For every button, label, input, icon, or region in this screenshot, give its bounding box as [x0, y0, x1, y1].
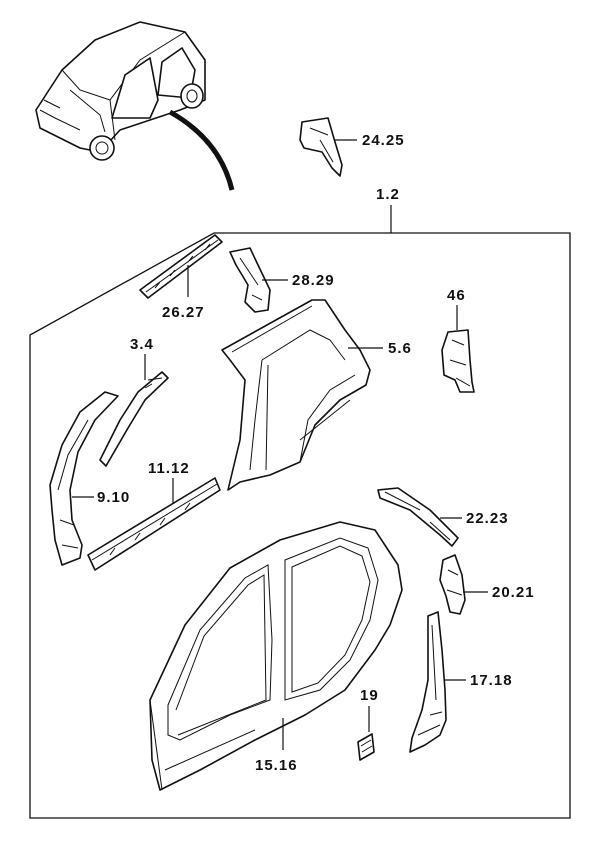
part-17-18: 17.18 — [409, 611, 513, 753]
callout-19: 19 — [360, 687, 379, 704]
part-5-6: 5.6 — [221, 299, 412, 491]
car-thumbnail — [35, 21, 235, 191]
part-9-10: 9.10 — [49, 391, 130, 566]
part-19: 19 — [357, 687, 379, 761]
callout-15-16: 15.16 — [255, 757, 298, 774]
part-20-21: 20.21 — [439, 554, 535, 615]
part-24-25: 24.25 — [299, 117, 405, 177]
callout-5-6: 5.6 — [388, 340, 412, 357]
callout-24-25: 24.25 — [362, 132, 405, 149]
callout-26-27: 26.27 — [162, 304, 205, 321]
callout-3-4: 3.4 — [130, 336, 154, 353]
part-46: 46 — [441, 287, 475, 393]
part-22-23: 22.23 — [377, 487, 509, 547]
callout-17-18: 17.18 — [470, 672, 513, 689]
part-28-29: 28.29 — [229, 247, 335, 313]
part-11-12: 11.12 — [87, 460, 221, 571]
assembly-frame — [29, 232, 571, 819]
part-3-4: 3.4 — [99, 336, 169, 467]
callout-46: 46 — [447, 287, 466, 304]
part-15-16: 15.16 — [149, 521, 403, 791]
callout-28-29: 28.29 — [292, 272, 335, 289]
callout-11-12: 11.12 — [148, 460, 190, 477]
callout-22-23: 22.23 — [466, 510, 509, 527]
callout-9-10: 9.10 — [97, 489, 130, 506]
callout-1-2: 1.2 — [376, 186, 400, 203]
part-26-27: 26.27 — [139, 234, 223, 321]
callout-20-21: 20.21 — [492, 584, 535, 601]
